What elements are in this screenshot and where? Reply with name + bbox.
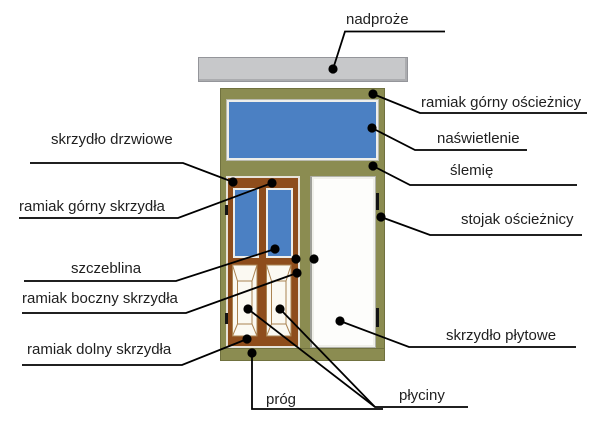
label-naswietlenie: naświetlenie — [437, 130, 520, 147]
label-nadproze: nadproże — [346, 11, 409, 28]
label-ramiak-boczny-skrzydla: ramiak boczny skrzydła — [22, 290, 178, 307]
hinge-right-bottom — [376, 308, 379, 327]
label-skrzydlo-plytowe: skrzydło płytowe — [446, 327, 557, 344]
label-prog: próg — [266, 391, 297, 408]
hinge-right-top — [376, 193, 379, 210]
label-plyciny: płyciny — [399, 387, 445, 404]
label-ramiak-gorny-oscieznicy: ramiak górny ościeżnicy — [421, 94, 582, 111]
glass-pane-right — [266, 188, 293, 258]
threshold — [221, 348, 384, 360]
hinge-left-bottom — [225, 313, 228, 324]
label-slemie: ślemię — [450, 162, 494, 179]
label-ramiak-dolny-skrzydla: ramiak dolny skrzydła — [27, 341, 172, 358]
flush-door-leaf — [310, 176, 376, 348]
label-skrzydlo-drzwiowe: skrzydło drzwiowe — [51, 131, 173, 148]
lintel-bar — [198, 57, 408, 82]
hinge-left-top — [225, 205, 228, 215]
label-szczeblina: szczeblina — [71, 260, 142, 277]
glass-pane-left — [233, 188, 259, 258]
transom-glass — [226, 99, 379, 161]
label-stojak-oscieznicy: stojak ościeżnicy — [461, 211, 574, 228]
leader-skrzydlo-drzwiowe — [30, 162, 234, 183]
label-ramiak-gorny-skrzydla: ramiak górny skrzydła — [19, 198, 165, 215]
